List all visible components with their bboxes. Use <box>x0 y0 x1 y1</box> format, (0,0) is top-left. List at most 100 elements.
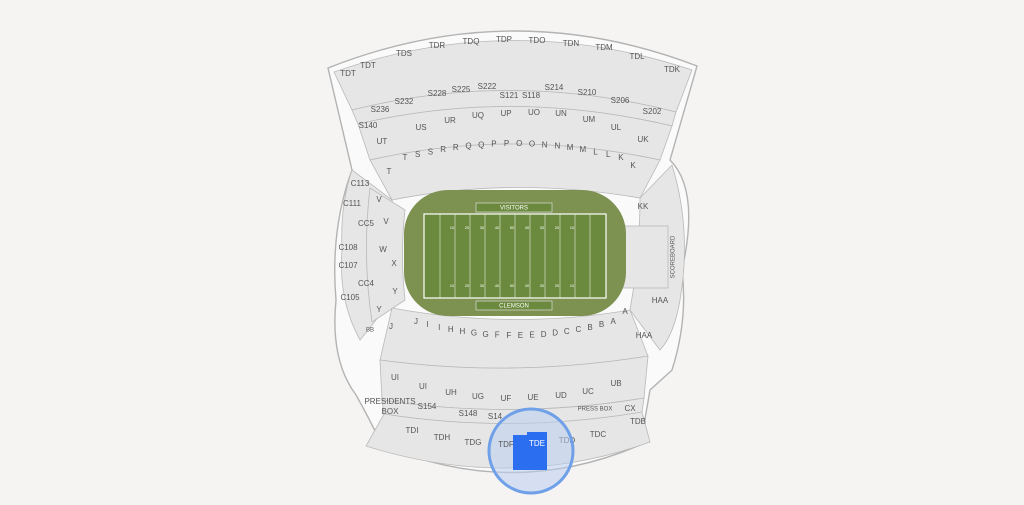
section-label: V <box>376 195 382 204</box>
section-label: A <box>611 317 617 326</box>
section-label: S154 <box>418 402 437 411</box>
section-label: UK <box>637 135 649 144</box>
yard-number: 30 <box>540 225 545 230</box>
section-label: B <box>599 320 604 329</box>
yard-number: 10 <box>450 283 455 288</box>
endzone-bottom-box <box>475 300 553 311</box>
section-label: S228 <box>428 89 447 98</box>
section-label: S <box>428 147 433 156</box>
section-label-tdf: TDF <box>498 440 514 449</box>
section-label: TDH <box>434 433 451 442</box>
section-label: O <box>516 139 522 148</box>
section-label: TDS <box>396 49 412 58</box>
section-label: G <box>482 330 488 339</box>
section-label: S236 <box>371 105 390 114</box>
section-label: HAA <box>636 331 653 340</box>
yard-number: 30 <box>480 283 485 288</box>
section-label: F <box>506 331 511 340</box>
section-label: J <box>414 317 418 326</box>
section-label: S206 <box>611 96 630 105</box>
section-label: TDP <box>496 35 512 44</box>
section-label: TDT <box>360 61 376 70</box>
section-label: P <box>504 139 509 148</box>
section-label: D <box>552 329 558 338</box>
yard-number: 30 <box>540 283 545 288</box>
section-label: TDT <box>340 69 356 78</box>
section-label: TDI <box>406 426 419 435</box>
section-label: X <box>391 259 397 268</box>
section-label: H <box>460 327 466 336</box>
section-label: UT <box>377 137 388 146</box>
section-label: TDQ <box>463 37 480 46</box>
section-label: I <box>438 323 440 332</box>
section-label: UP <box>500 109 511 118</box>
section-label: UE <box>527 393 538 402</box>
yard-number: 10 <box>450 225 455 230</box>
section-label: M <box>567 143 574 152</box>
section-label: TDR <box>429 41 446 50</box>
yard-number: 30 <box>480 225 485 230</box>
section-label: D <box>541 330 547 339</box>
section-label: TDM <box>595 43 613 52</box>
section-label: TDO <box>529 36 546 45</box>
section-label: E <box>529 331 534 340</box>
yard-number: 50 <box>510 283 515 288</box>
section-label: UI <box>419 382 427 391</box>
yard-number: 40 <box>525 283 530 288</box>
section-label-tde: TDE <box>529 439 545 448</box>
section-label: UF <box>501 394 512 403</box>
yard-number: 40 <box>495 225 500 230</box>
section-label: B <box>587 323 592 332</box>
section-highlight-tde[interactable] <box>527 432 547 470</box>
endzone-top-box <box>475 202 553 213</box>
section-label: C105 <box>340 293 360 302</box>
presidents-box-label-1: PRESIDENTS <box>364 397 415 406</box>
section-highlight-tdf[interactable] <box>513 435 527 470</box>
section-label: L <box>606 150 611 159</box>
section-label: S232 <box>395 97 414 106</box>
yard-number: 10 <box>570 225 575 230</box>
section-label: UC <box>582 387 594 396</box>
yard-number: 50 <box>510 225 515 230</box>
section-label: UD <box>555 391 567 400</box>
section-label: V <box>383 217 389 226</box>
section-label: C <box>576 325 582 334</box>
section-label: F <box>495 331 500 340</box>
section-label: CC4 <box>358 279 375 288</box>
section-label: A <box>622 307 628 316</box>
section-label: P <box>491 140 496 149</box>
section-label: R <box>440 145 446 154</box>
section-label: S140 <box>359 121 378 130</box>
section-label: UI <box>391 373 399 382</box>
section-label: BB <box>366 328 374 334</box>
section-label: R <box>453 143 459 152</box>
section-label: TDN <box>563 39 580 48</box>
section-label: TDG <box>465 438 482 447</box>
endzone-top-label: VISITORS <box>500 206 528 212</box>
yard-number: 20 <box>465 283 470 288</box>
section-label: N <box>542 140 548 149</box>
west-inner[interactable] <box>366 187 406 323</box>
yard-number: 40 <box>495 283 500 288</box>
section-label: UM <box>583 115 596 124</box>
section-label: C108 <box>338 243 358 252</box>
section-label: K <box>630 161 636 170</box>
section-label: Y <box>376 305 382 314</box>
section-label: S202 <box>643 107 662 116</box>
section-label: Q <box>465 141 471 150</box>
lower-north-stands[interactable] <box>369 143 661 201</box>
section-label: S <box>415 150 420 159</box>
section-label: I <box>426 320 428 329</box>
yard-number: 40 <box>525 225 530 230</box>
section-label: US <box>415 123 426 132</box>
selected-section-highlight[interactable]: TDF TDE <box>487 407 575 495</box>
section-label: T <box>387 167 392 176</box>
section-label: UQ <box>472 111 484 120</box>
section-label: TDK <box>664 65 681 74</box>
section-label: N <box>555 141 561 150</box>
section-label: H <box>448 325 454 334</box>
section-label: C107 <box>338 261 358 270</box>
